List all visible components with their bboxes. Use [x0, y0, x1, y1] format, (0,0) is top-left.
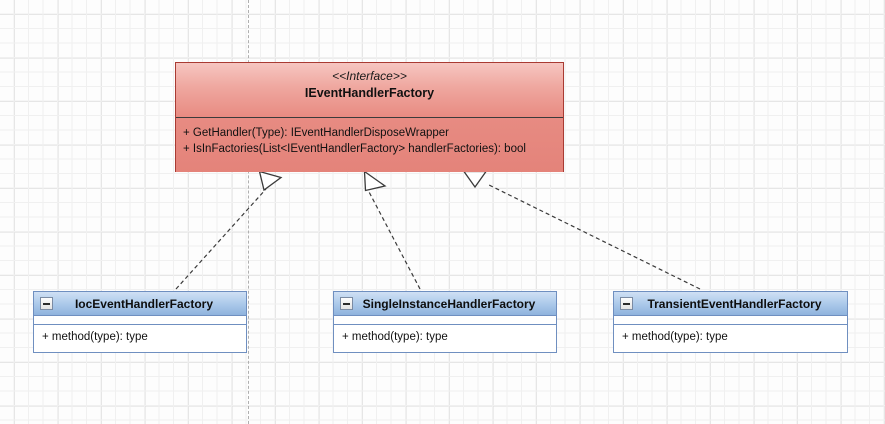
class-box-transienteventhandlerfactory[interactable]: TransientEventHandlerFactory + method(ty… — [613, 291, 848, 353]
interface-member: + GetHandler(Type): IEventHandlerDispose… — [183, 127, 450, 139]
minus-icon[interactable] — [40, 297, 53, 310]
class-operations-compartment: + method(type): type — [614, 325, 847, 345]
class-operations-compartment: + method(type): type — [334, 325, 556, 345]
class-member: + method(type): type — [342, 331, 448, 343]
class-header: TransientEventHandlerFactory — [614, 292, 847, 316]
minus-icon[interactable] — [620, 297, 633, 310]
interface-box-ieventhandlerfactory[interactable]: <<Interface>> IEventHandlerFactory + Get… — [175, 62, 564, 172]
interface-members: + GetHandler(Type): IEventHandlerDispose… — [176, 118, 563, 172]
class-name: IocEventHandlerFactory — [74, 296, 214, 311]
interface-name: IEventHandlerFactory — [304, 86, 435, 100]
class-attributes-compartment — [614, 316, 847, 325]
class-header: SingleInstanceHandlerFactory — [334, 292, 556, 316]
class-box-ioceventhandlerfactory[interactable]: IocEventHandlerFactory + method(type): t… — [33, 291, 247, 353]
realization-single-instance — [363, 170, 421, 290]
class-attributes-compartment — [334, 316, 556, 325]
class-member: + method(type): type — [622, 331, 728, 343]
minus-icon[interactable] — [340, 297, 353, 310]
class-member: + method(type): type — [42, 331, 148, 343]
class-header: IocEventHandlerFactory — [34, 292, 246, 316]
interface-stereotype: <<Interface>> — [332, 69, 407, 83]
class-name: TransientEventHandlerFactory — [647, 296, 822, 311]
class-box-singleinstancehandlerfactory[interactable]: SingleInstanceHandlerFactory + method(ty… — [333, 291, 557, 353]
realization-ioc — [175, 170, 283, 290]
class-operations-compartment: + method(type): type — [34, 325, 246, 345]
interface-header: <<Interface>> IEventHandlerFactory — [176, 63, 563, 118]
interface-member: + IsInFactories(List<IEventHandlerFactor… — [183, 143, 526, 155]
class-name: SingleInstanceHandlerFactory — [362, 296, 536, 311]
realization-transient — [462, 170, 701, 290]
class-attributes-compartment — [34, 316, 246, 325]
